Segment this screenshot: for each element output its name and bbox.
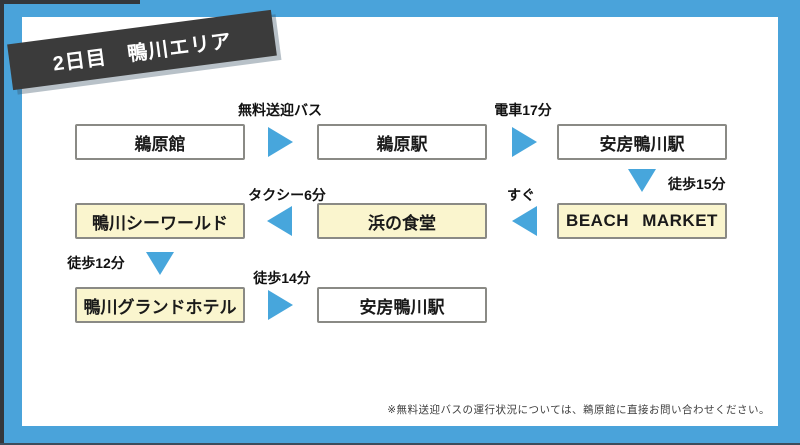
transit-label-free-shuttle-bus: 無料送迎バス [238,102,322,118]
arrow-right-icon [268,290,293,320]
transit-label-train-17min: 電車17分 [494,102,552,118]
box-awa-kamogawa-station: 安房鴨川駅 [557,124,727,160]
arrow-left-icon [512,206,537,236]
box-beach-market: BEACH MARKET [557,203,727,239]
arrow-down-icon [628,169,656,192]
transit-label-walk-12min: 徒歩12分 [67,255,125,271]
photo-bottom-edge [0,443,800,445]
arrow-left-icon [267,206,292,236]
arrow-right-icon [512,127,537,157]
photo-left-edge [0,0,4,445]
box-ubara-station: 鵜原駅 [317,124,487,160]
box-kamogawa-sea-world: 鴨川シーワールド [75,203,245,239]
box-ubarakan: 鵜原館 [75,124,245,160]
box-hama-no-shokudo: 浜の食堂 [317,203,487,239]
transit-label-immediately: すぐ [507,187,535,203]
footer-note: ※無料送迎バスの運行状況については、鵜原館に直接お問い合わせください。 [387,404,770,416]
transit-label-walk-14min: 徒歩14分 [253,270,311,286]
arrow-right-icon [268,127,293,157]
box-kamogawa-grand-hotel: 鴨川グランドホテル [75,287,245,323]
photo-top-edge [0,0,140,4]
arrow-down-icon [146,252,174,275]
transit-label-walk-15min: 徒歩15分 [668,176,726,192]
box-awa-kamogawa-station-2: 安房鴨川駅 [317,287,487,323]
transit-label-taxi-6min: タクシー6分 [248,187,326,203]
